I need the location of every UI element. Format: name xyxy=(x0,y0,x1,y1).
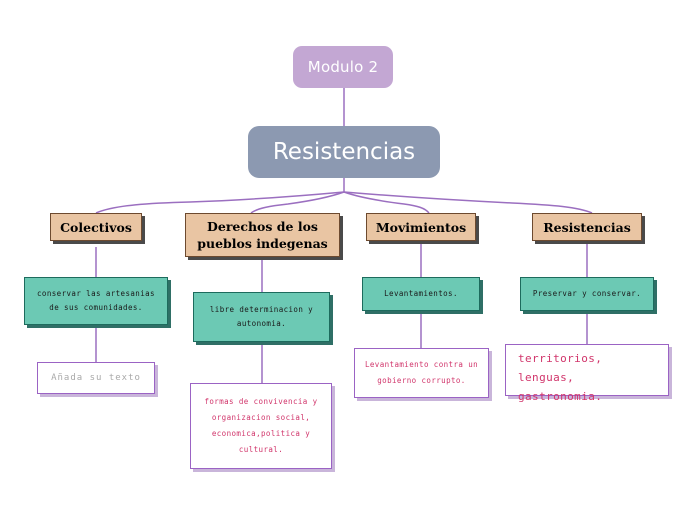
node-text-line-1: formas de convivencia y xyxy=(204,397,318,406)
node-text-line-1: conservar las artesanias xyxy=(37,289,155,298)
branch-header-movimientos[interactable]: Movimientos xyxy=(366,213,476,241)
node-text-line-2: gobierno corrupto. xyxy=(377,376,466,385)
connector-branch-1 xyxy=(250,191,345,214)
node-text-line-1: territorios, lenguas, xyxy=(518,352,603,384)
connector-branch-3 xyxy=(343,191,593,214)
node-text-line-1: Levantamiento contra un xyxy=(364,360,479,369)
node-text-line-3: economica,politica y xyxy=(211,429,311,438)
node-resistencias-territorios[interactable]: territorios, lenguas, gastronomia. xyxy=(505,344,669,403)
node-resistencias-preservar[interactable]: Preservar y conservar. xyxy=(520,277,654,311)
node-text-line-2: de sus comunidades. xyxy=(49,303,143,312)
branch-header-derechos-pueblos-indegenas[interactable]: Derechos de los pueblos indegenas xyxy=(185,213,340,257)
node-movimientos-gobierno-corrupto[interactable]: Levantamiento contra un gobierno corrupt… xyxy=(354,348,489,398)
node-derechos-autonomia[interactable]: libre determinacion y autonomia. xyxy=(193,292,330,342)
node-colectivos-placeholder[interactable]: Añada su texto xyxy=(37,362,155,394)
node-text-line-1: libre determinacion y xyxy=(209,305,314,314)
node-text-line-2: autonomia. xyxy=(236,319,287,328)
branch-header-colectivos[interactable]: Colectivos xyxy=(50,213,142,241)
node-text-line-2: gastronomia. xyxy=(518,390,603,403)
node-text-line-2: organizacion social, xyxy=(211,413,311,422)
branch-header-line-2: pueblos indegenas xyxy=(197,236,328,251)
node-text-line-4: cultural. xyxy=(238,445,284,454)
branch-header-line-1: Derechos de los xyxy=(207,219,318,234)
branch-header-resistencias[interactable]: Resistencias xyxy=(532,213,642,241)
node-derechos-convivencia[interactable]: formas de convivencia y organizacion soc… xyxy=(190,383,332,469)
node-colectivos-artesanias[interactable]: conservar las artesanias de sus comunida… xyxy=(24,277,168,325)
node-movimientos-levantamientos[interactable]: Levantamientos. xyxy=(362,277,480,311)
connector-branch-2 xyxy=(343,191,430,214)
central-title-node[interactable]: Resistencias xyxy=(248,126,440,178)
connector-branch-0 xyxy=(95,191,345,214)
module-node[interactable]: Modulo 2 xyxy=(293,46,393,88)
